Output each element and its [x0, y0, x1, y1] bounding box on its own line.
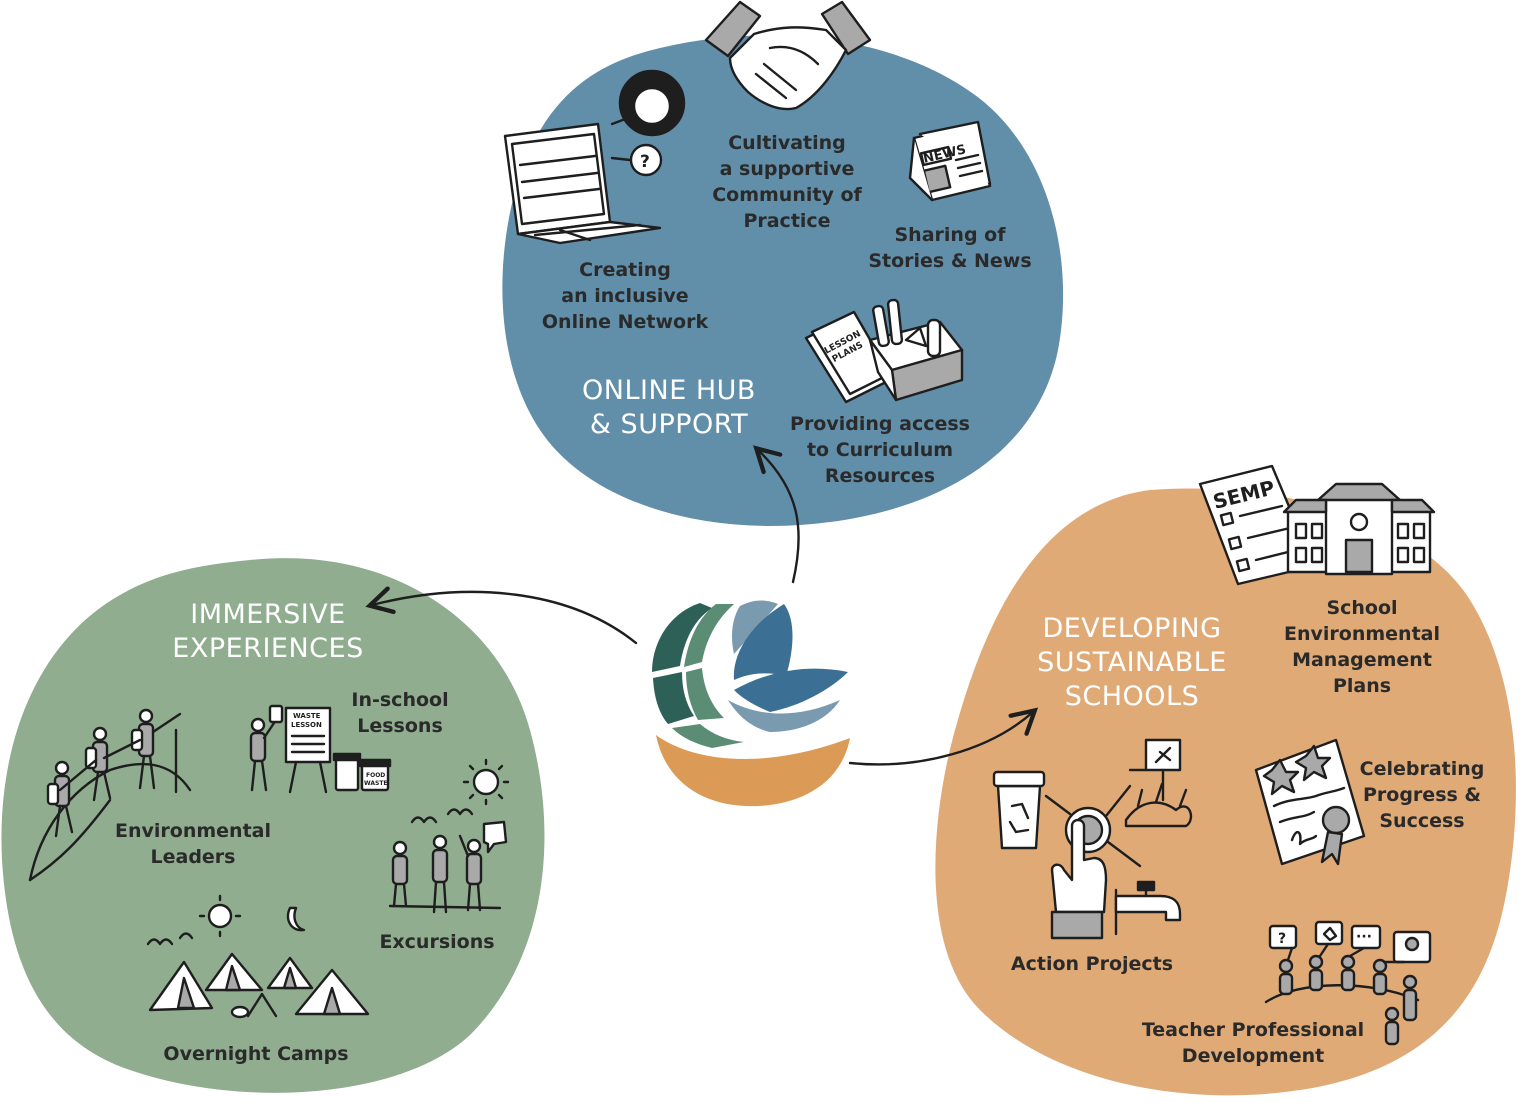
svg-text:?: ? — [1278, 931, 1286, 947]
svg-text:FOOD: FOOD — [366, 772, 385, 779]
question-bubble-icon: ? — [610, 143, 663, 177]
online-hub-title: ONLINE HUB & SUPPORT — [582, 375, 756, 440]
action-button-icon — [992, 738, 1193, 940]
teachers-meeting-icon: ? ··· — [1264, 920, 1432, 1046]
excursion-group-icon — [388, 758, 510, 914]
support-agent-icon — [610, 69, 686, 137]
immersive-experiences-title: IMMERSIVE EXPERIENCES — [172, 599, 364, 664]
logo-orange-hand — [656, 735, 850, 807]
svg-text:?: ? — [640, 152, 650, 172]
environmental-leaders-label: Environmental Leaders — [115, 820, 271, 868]
logo-green-leaf-outer — [652, 603, 712, 672]
logo-green-leaf-4 — [686, 668, 724, 720]
logo-green-leaf-3 — [653, 672, 694, 724]
certificate-icon — [1254, 738, 1366, 866]
celebrating-progress-label: Celebrating Progress & Success — [1359, 758, 1485, 832]
community-of-practice-label: Cultivating a supportive Community of Pr… — [712, 132, 862, 232]
in-school-lessons-label: In-school Lessons — [351, 689, 449, 737]
laptop-icon — [503, 122, 662, 245]
logo-blue-page-back — [732, 600, 778, 654]
newspaper-icon: NEWS — [908, 120, 992, 202]
logo-blue-book-right — [734, 668, 848, 712]
semp-label: School Environmental Management Plans — [1284, 597, 1440, 697]
semp-school-icon: SEMP — [1198, 464, 1436, 586]
arrow-to-immersive — [365, 586, 638, 645]
logo-green-leaf-5 — [672, 724, 744, 748]
logo-green-leaf-2 — [684, 604, 734, 667]
logo — [652, 600, 850, 807]
lesson-board-icon: WASTE LESSON FOOD WASTE — [249, 704, 392, 794]
arrow-to-schools — [848, 707, 1039, 766]
tents-icon — [146, 894, 370, 1019]
handshake-icon — [704, 0, 872, 111]
svg-text:WASTE: WASTE — [364, 780, 388, 787]
svg-text:···: ··· — [1356, 929, 1372, 945]
teacher-development-label: Teacher Professional Development — [1141, 1019, 1365, 1067]
stories-news-label: Sharing of Stories & News — [868, 224, 1032, 272]
hikers-icon — [28, 708, 192, 882]
resources-box-icon: LESSON PLANS — [804, 298, 964, 404]
sustainable-schools-title: DEVELOPING SUSTAINABLE SCHOOLS — [1037, 613, 1227, 712]
svg-text:LESSON: LESSON — [291, 721, 322, 729]
svg-text:WASTE: WASTE — [293, 712, 321, 720]
online-network-label: Creating an inclusive Online Network — [541, 259, 709, 333]
immersive-experiences-blob — [1, 558, 545, 1093]
action-projects-label: Action Projects — [1010, 953, 1174, 975]
logo-blue-page-front — [733, 604, 793, 680]
overnight-camps-label: Overnight Camps — [163, 1043, 349, 1065]
logo-blue-book-base — [728, 700, 840, 732]
excursions-label: Excursions — [379, 931, 495, 953]
arrow-to-online-hub — [753, 445, 800, 584]
curriculum-resources-label: Providing access to Curriculum Resources — [790, 413, 970, 487]
